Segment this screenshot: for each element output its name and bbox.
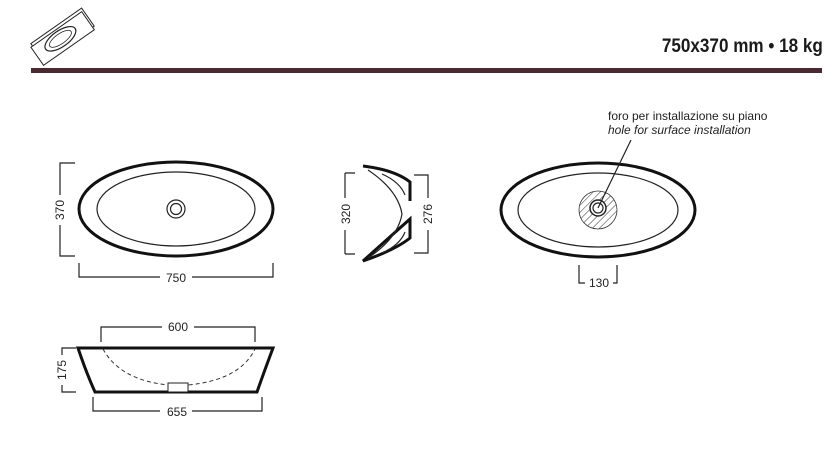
product-spec: 750x370 mm • 18 kg	[662, 36, 823, 57]
dim-front-inner-width: 600	[168, 320, 188, 334]
installation-plan-view	[499, 139, 697, 284]
dim-hole-diameter: 130	[589, 276, 609, 290]
front-view	[61, 326, 276, 412]
header-divider	[31, 68, 822, 73]
note-english: hole for surface installation	[608, 123, 751, 137]
dim-top-height: 370	[53, 200, 67, 220]
dim-side-inner: 276	[421, 204, 435, 224]
product-thumbnail-icon	[30, 7, 96, 66]
top-view	[59, 160, 275, 278]
note-italian: foro per installazione su piano	[608, 109, 768, 123]
side-view	[344, 164, 429, 263]
dim-front-height: 175	[55, 360, 69, 380]
dim-top-width: 750	[166, 271, 186, 285]
dim-front-bottom-width: 655	[167, 405, 187, 419]
dim-side-outer: 320	[339, 204, 353, 224]
